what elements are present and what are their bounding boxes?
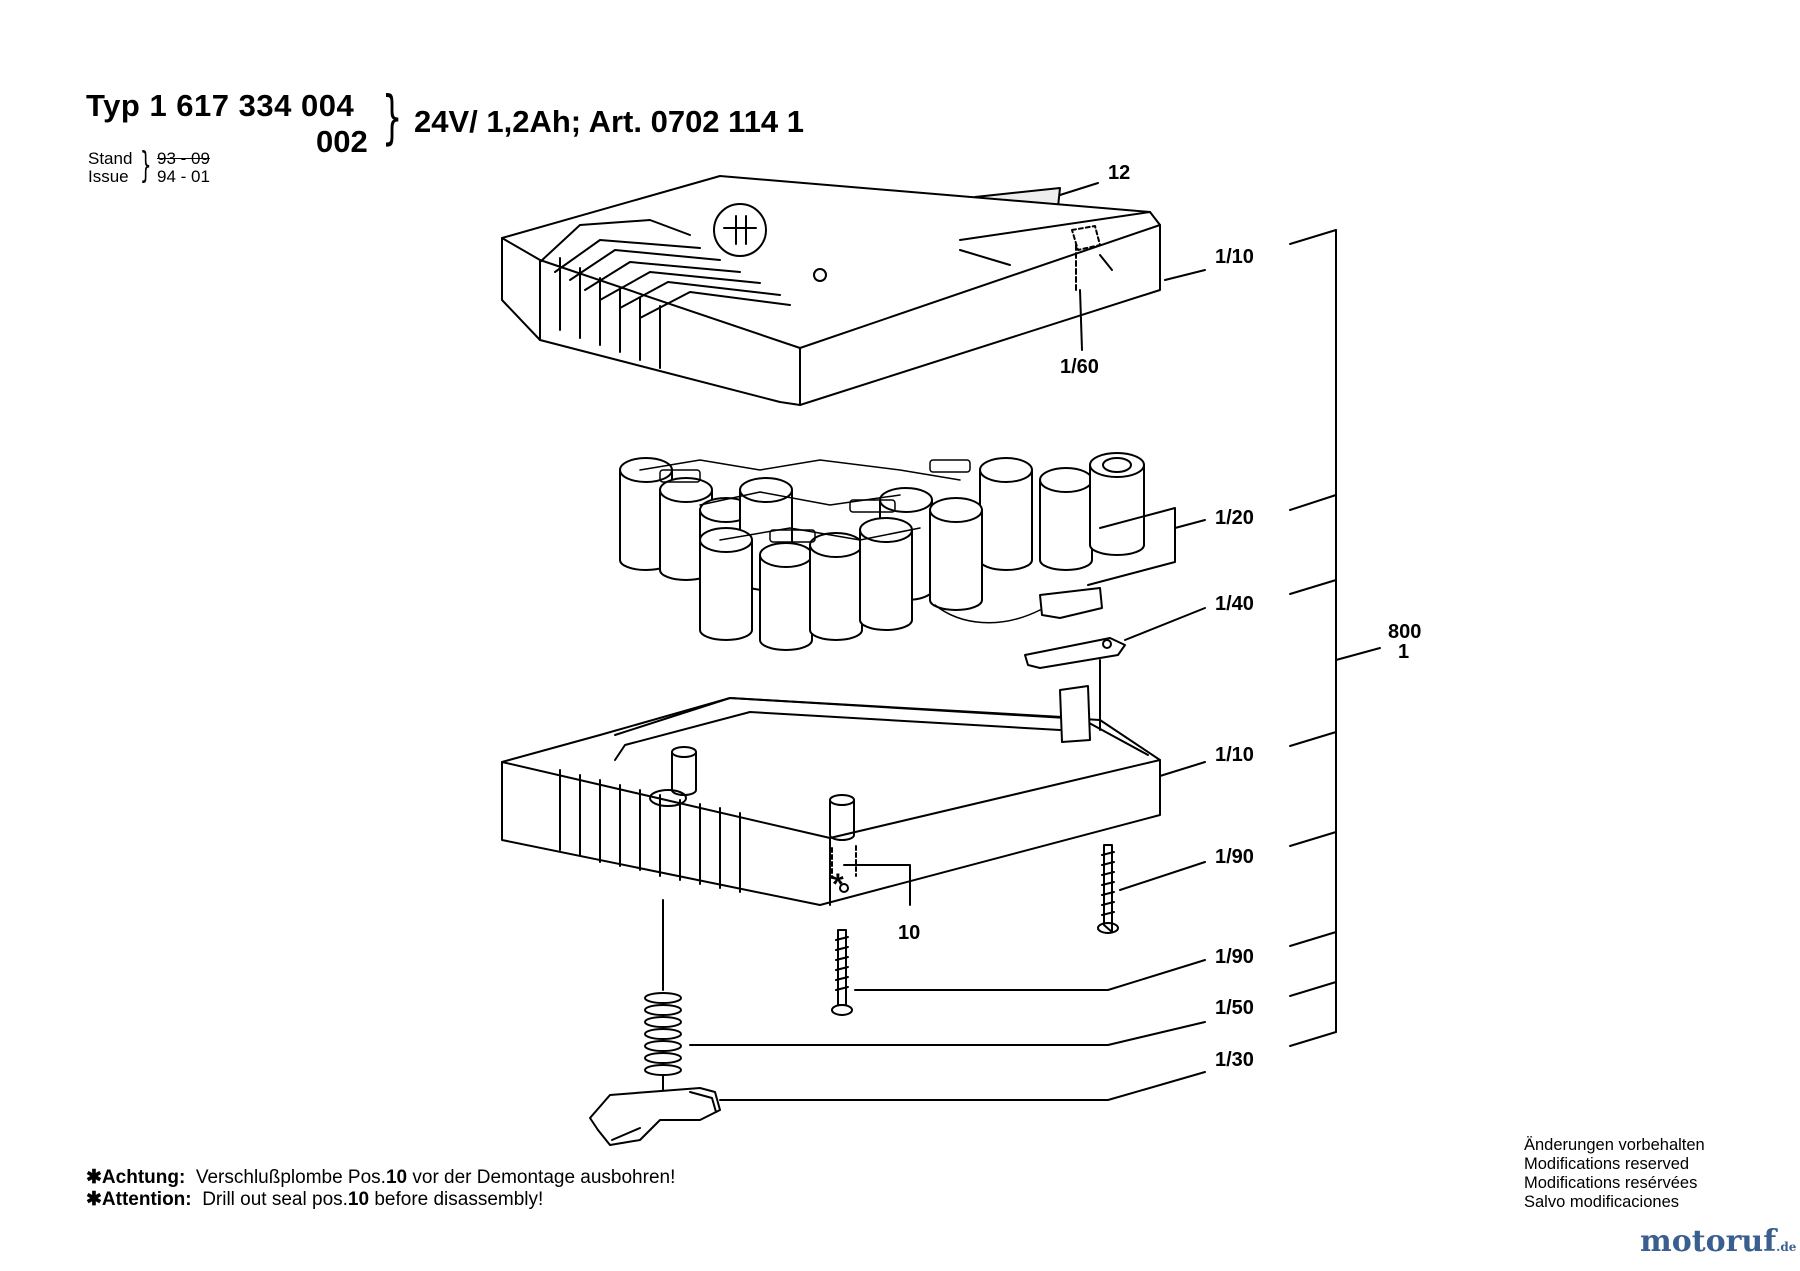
seal-star-marker: * (832, 868, 844, 901)
note-attention: ✱Attention: Drill out seal pos.10 before… (86, 1189, 675, 1211)
callout-1-90-a: 1/90 (1215, 846, 1254, 868)
revision-brace: } (140, 145, 152, 186)
callout-1-20: 1/20 (1215, 507, 1254, 529)
note-achtung: ✱Achtung: Verschlußplombe Pos.10 vor der… (86, 1167, 675, 1189)
battery-spec: 24V/ 1,2Ah; Art. 0702 114 1 (414, 104, 805, 139)
variant-number: 002 (316, 124, 368, 159)
attention-text-pre: Drill out seal pos. (202, 1189, 348, 1210)
issue-value: 94 - 01 (157, 167, 210, 186)
cell-row-front (699, 517, 913, 651)
thermal-sensor (934, 587, 1103, 624)
achtung-text-post: vor der Demontage ausbohren! (407, 1167, 676, 1188)
achtung-text-pre: Verschlußplombe Pos. (195, 1167, 386, 1188)
screw-right (1097, 844, 1206, 934)
callout-800-qty: 1 (1398, 641, 1410, 663)
modification-line: Modifications resérvées (1524, 1174, 1698, 1192)
achtung-label: Achtung: (101, 1167, 186, 1188)
callout-1-10-bottom: 1/10 (1215, 744, 1254, 766)
callout-1-10-top: 1/10 (1215, 246, 1254, 268)
bottom-housing (501, 659, 1161, 906)
revision-values: 93 - 09 94 - 01 (157, 150, 210, 186)
callout-1-60: 1/60 (1060, 356, 1099, 378)
screw-left (831, 929, 1206, 1016)
typ-label: Typ (86, 88, 141, 123)
modification-line: Änderungen vorbehalten (1524, 1136, 1705, 1154)
stand-label: Stand (88, 149, 133, 168)
spring (644, 899, 1206, 1091)
modification-line: Modifications reserved (1524, 1155, 1690, 1173)
callout-1-40: 1/40 (1215, 593, 1254, 615)
disassembly-notes: ✱Achtung: Verschlußplombe Pos.10 vor der… (86, 1167, 675, 1211)
latch (589, 1071, 1206, 1146)
header-brace: } (382, 83, 403, 151)
star-marker-1: ✱ (86, 1167, 102, 1188)
motoruf-logo[interactable]: motoruf.de (1640, 1224, 1796, 1259)
callout-800: 800 (1388, 621, 1422, 643)
achtung-pos: 10 (385, 1167, 408, 1188)
attention-pos: 10 (347, 1189, 370, 1210)
stand-value: 93 - 09 (157, 149, 210, 168)
contact-bracket (1024, 607, 1206, 669)
logo-suffix: .de (1776, 1240, 1797, 1254)
revision-labels: Stand Issue (88, 150, 132, 186)
type-number: Typ 1 617 334 004 (86, 88, 354, 124)
battery-cell-pack (619, 452, 1145, 651)
issue-label: Issue (88, 167, 129, 186)
assembly-bracket (1289, 229, 1381, 1047)
attention-text-post: before disassembly! (369, 1189, 544, 1210)
part-number: 1 617 334 004 (149, 88, 355, 123)
top-housing-cover (501, 175, 1161, 406)
attention-label: Attention: (101, 1189, 192, 1210)
callout-1-30: 1/30 (1215, 1049, 1254, 1071)
callout-10: 10 (898, 922, 921, 944)
modification-line: Salvo modificaciones (1524, 1193, 1679, 1211)
modifications-reserved: Änderungen vorbehalten Modifications res… (1524, 1136, 1705, 1212)
logo-name: motoruf (1640, 1224, 1777, 1259)
star-marker-2: ✱ (86, 1189, 102, 1210)
callout-1-90-b: 1/90 (1215, 946, 1254, 968)
callout-1-50: 1/50 (1215, 997, 1254, 1019)
callout-12: 12 (1108, 162, 1131, 184)
